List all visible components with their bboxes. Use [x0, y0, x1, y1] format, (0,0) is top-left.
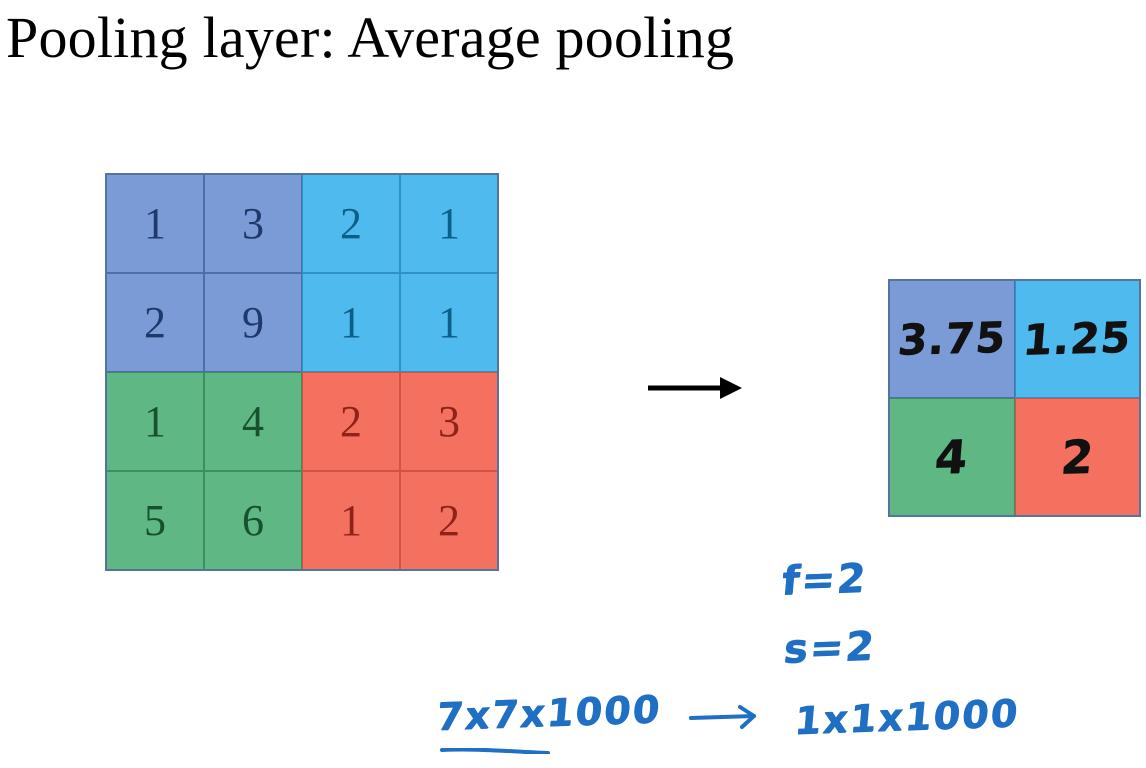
input-cell-value: 2: [438, 495, 460, 545]
input-cell-r0c3: 1: [400, 174, 498, 273]
input-cell-r3c3: 2: [400, 471, 498, 570]
input-cell-r0c2: 2: [302, 174, 400, 273]
annotation-input-dimensions: 7x7x1000: [434, 687, 664, 739]
input-cell-value: 1: [144, 396, 166, 446]
annotation-underline: [440, 748, 550, 754]
input-cell-value: 3: [242, 198, 264, 248]
input-cell-value: 4: [242, 396, 264, 446]
input-cell-value: 1: [438, 297, 460, 347]
input-feature-map-grid: 1 3 2 1 2 9 1 1 1 4 2 3 5 6 1 2: [106, 174, 498, 570]
input-cell-r2c2: 2: [302, 372, 400, 471]
annotation-filter-size: f=2: [779, 555, 869, 605]
output-feature-map-grid: 3.75 1.25 4 2: [889, 280, 1140, 516]
input-cell-r1c3: 1: [400, 273, 498, 372]
page-title: Pooling layer: Average pooling: [6, 5, 735, 70]
arrow-right-icon: [648, 377, 742, 399]
input-cell-value: 1: [438, 198, 460, 248]
annotation-stride: s=2: [781, 623, 878, 673]
input-cell-r1c1: 9: [204, 273, 302, 372]
input-cell-value: 2: [340, 198, 362, 248]
input-cell-r1c2: 1: [302, 273, 400, 372]
input-cell-r0c0: 1: [106, 174, 204, 273]
output-cell-value: 4: [933, 429, 971, 485]
output-cell-r1c0: 4: [889, 398, 1015, 516]
input-cell-value: 1: [340, 495, 362, 545]
annotation-output-dimensions: 1x1x1000: [792, 691, 1022, 743]
input-cell-value: 3: [438, 396, 460, 446]
input-cell-value: 1: [340, 297, 362, 347]
input-cell-r2c0: 1: [106, 372, 204, 471]
input-cell-r3c2: 1: [302, 471, 400, 570]
input-cell-value: 2: [144, 297, 166, 347]
output-cell-r0c1: 1.25: [1014, 280, 1140, 398]
input-cell-value: 1: [144, 198, 166, 248]
input-cell-value: 5: [144, 495, 166, 545]
arrow-right-icon: [689, 705, 756, 729]
output-cell-r0c0: 3.75: [889, 280, 1015, 398]
input-cell-r1c0: 2: [106, 273, 204, 372]
input-cell-r2c1: 4: [204, 372, 302, 471]
input-cell-value: 6: [242, 495, 264, 545]
input-cell-r3c1: 6: [204, 471, 302, 570]
output-cell-value: 3.75: [895, 312, 1008, 365]
input-cell-r3c0: 5: [106, 471, 204, 570]
input-cell-value: 9: [242, 297, 264, 347]
output-cell-r1c1: 2: [1014, 398, 1140, 516]
input-cell-r0c1: 3: [204, 174, 302, 273]
output-cell-value: 1.25: [1021, 312, 1134, 365]
input-cell-value: 2: [340, 396, 362, 446]
input-cell-r2c3: 3: [400, 372, 498, 471]
output-cell-value: 2: [1058, 429, 1096, 485]
